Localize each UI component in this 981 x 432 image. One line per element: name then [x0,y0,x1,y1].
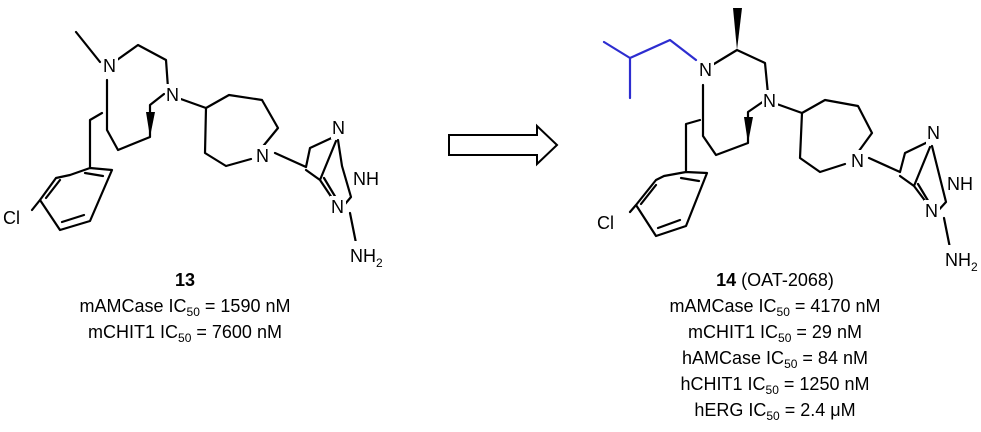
activity-row: mCHIT1 IC50 = 29 nM [688,322,862,345]
atom-amine: NH2 [945,250,978,274]
atom-n-piperidine: N [256,146,269,166]
activity-row: mAMCase IC50 = 1590 nM [79,296,291,319]
activity-row: hCHIT1 IC50 = 1250 nM [680,374,870,397]
compound-13-caption: 13 mAMCase IC50 = 1590 nM mCHIT1 IC50 = … [65,267,305,345]
compound-14-caption: 14 (OAT-2068) mAMCase IC50 = 4170 nM mCH… [650,267,900,423]
compound-13-label: 13 [174,270,196,290]
atom-n-aryl: N [166,85,179,105]
atom-n-aryl: N [763,91,776,111]
atom-cl: Cl [3,208,20,228]
wedge-bond-benzyl [744,117,753,143]
compound-14-label: 14 (OAT-2068) [716,270,834,290]
atom-n-triazole-1: N [332,118,345,138]
activity-row: hAMCase IC50 = 84 nM [682,348,868,371]
wedge-bond-13 [146,112,155,137]
transformation-arrow [448,123,559,167]
atom-n-triazole-1: N [927,123,940,143]
atom-n-methyl: N [103,56,116,76]
atom-nh-triazole: NH [947,174,973,194]
atom-n-triazole-3: N [925,201,938,221]
activity-row: mCHIT1 IC50 = 7600 nM [88,322,282,345]
wedge-bond-methyl [733,8,742,50]
atom-n-piperidine: N [851,151,864,171]
atom-cl: Cl [597,213,614,233]
activity-row: hERG IC50 = 2.4 μM [694,400,856,423]
compound-13-structure: N N N N NH N Cl NH2 [2,30,393,270]
atom-n-triazole-3: N [331,197,344,217]
atom-nh-triazole: NH [353,169,379,189]
atom-n-isobutyl: N [699,60,712,80]
compound-14-structure: N N N N NH N Cl NH2 [596,8,980,274]
activity-row: mAMCase IC50 = 4170 nM [669,296,881,319]
atom-amine: NH2 [350,246,383,270]
